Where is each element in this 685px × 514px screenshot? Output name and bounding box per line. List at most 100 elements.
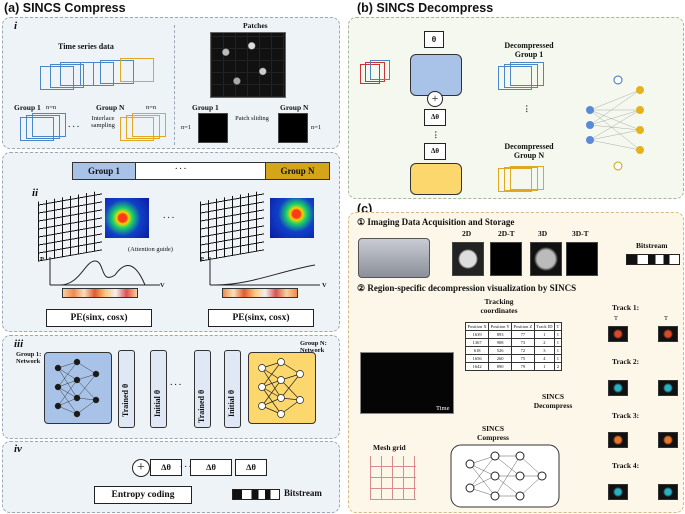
th-y: Position Y — [488, 322, 513, 331]
n1-a: n=1 — [181, 124, 192, 131]
bar-groupN: Group N — [265, 162, 330, 180]
b-sum: + — [427, 91, 443, 107]
b-decN-stack — [498, 166, 548, 196]
section-i-divider — [174, 25, 175, 145]
pe-box-right: PE(sinx, cosx) — [208, 309, 314, 327]
middle-dots: · · · — [163, 213, 175, 222]
trained1-card: Trained θ — [118, 350, 135, 428]
b-vdots2: ⋮ — [523, 104, 531, 113]
c-bitstream-bar — [626, 254, 680, 265]
section-iv-label: iv — [14, 443, 22, 455]
track2-tn — [658, 380, 678, 396]
b-delta2: Δθ — [424, 109, 446, 126]
grid-left — [38, 190, 102, 262]
patch-sliding-label: Patch sliding — [235, 115, 269, 122]
px-left: P — [40, 256, 44, 263]
step2: ② Region-specific decompression visualiz… — [357, 283, 577, 293]
track1-t1-label: T — [614, 315, 618, 322]
bitstream-bar-a — [232, 489, 280, 500]
track2-t1 — [608, 380, 628, 396]
tracking-table: Position X Position Y Position Z Track I… — [464, 322, 562, 371]
mode-3d: 3D — [538, 229, 548, 238]
microscope — [358, 238, 430, 278]
n1-b: n=1 — [311, 124, 322, 131]
px-right: P — [200, 256, 204, 263]
sincs-decompress-label: SINCS Decompress — [533, 392, 573, 410]
track1-tn — [658, 326, 678, 342]
delta-2: Δθ — [150, 459, 182, 476]
track-4: Track 4: — [612, 461, 640, 470]
track-2: Track 2: — [612, 357, 640, 366]
bar-dots: · · · — [175, 164, 187, 173]
patch-groupN-label: Group N — [280, 103, 309, 112]
img-2d — [452, 242, 484, 276]
group1-net-label: Group 1: Network — [16, 351, 42, 365]
group1-label: Group 1 — [14, 103, 41, 112]
section-iii-label: iii — [14, 338, 24, 350]
track4-tn — [658, 484, 678, 500]
sum-circle: + — [132, 459, 150, 477]
panel-b-title: (b) SINCS Decompress — [357, 1, 494, 15]
pe-bar-right — [222, 288, 298, 298]
initial2-card: Initial θ — [224, 350, 241, 428]
bar-group1: Group 1 — [72, 162, 136, 180]
track-1: Track 1: — [612, 303, 640, 312]
mode-2d: 2D — [462, 229, 472, 238]
b-input-stack — [360, 60, 390, 86]
patch-thumb-1 — [198, 113, 228, 143]
track-3: Track 3: — [612, 411, 640, 420]
patches-image — [210, 32, 286, 98]
section-ii-label: ii — [32, 187, 39, 199]
track3-t1 — [608, 432, 628, 448]
tracking-label: Tracking coordinates — [480, 297, 518, 315]
c-bitstream-label: Bitstream — [636, 241, 668, 250]
pe-bar-left — [62, 288, 138, 298]
n-eq-n1: n=n — [46, 104, 57, 111]
step1: ① Imaging Data Acquisition and Storage — [357, 217, 515, 227]
b-vdots: ⋮ — [432, 130, 440, 139]
group1-stack — [20, 113, 70, 143]
initial1-card: Initial θ — [150, 350, 167, 428]
mode-2dt: 2D-T — [498, 229, 515, 238]
delta-n: Δθ — [235, 459, 267, 476]
patch-thumb-n — [278, 113, 308, 143]
section-i-label: i — [14, 20, 18, 32]
img-3dt — [566, 242, 598, 276]
sincs-compress-label: SINCS Compress — [477, 424, 509, 442]
table-header-row: Position X Position Y Position Z Track I… — [464, 322, 562, 331]
time-series-stack — [40, 58, 170, 98]
iv-dots: · · · — [180, 462, 192, 471]
b-deltaN: Δθ — [424, 143, 446, 160]
track1-t1 — [608, 326, 628, 342]
delta-n-1: Δθ — [190, 459, 232, 476]
groupN-stack — [120, 113, 170, 143]
b-theta1: θ — [424, 31, 444, 48]
net-groupN-nodes — [258, 358, 304, 418]
interlace-label: Interlace sampling — [91, 115, 115, 129]
b-dec1: Decompressed Group 1 — [504, 41, 554, 59]
vt-right: V — [322, 282, 327, 289]
pe-box-left: PE(sinx, cosx) — [46, 309, 152, 327]
volume-image — [360, 352, 454, 414]
panel-a-title: (a) SINCS Compress — [4, 1, 126, 15]
attention-label: (Attention guide) — [128, 246, 173, 253]
b-decN: Decompressed Group N — [504, 142, 554, 160]
th-x: Position X — [464, 322, 490, 331]
mode-3dt: 3D-T — [572, 229, 589, 238]
patches-label: Patches — [243, 21, 268, 30]
iii-dots: · · · — [170, 380, 182, 389]
b-net-1 — [410, 54, 462, 96]
dots-a: · · · — [68, 122, 80, 131]
track1-tn-label: T — [664, 315, 668, 322]
entropy-box: Entropy coding — [94, 486, 192, 504]
n-eq-nt: n=n — [146, 104, 157, 111]
mesh-grid — [370, 456, 416, 500]
track4-t1 — [608, 484, 628, 500]
track3-tn — [658, 432, 678, 448]
b-net-n — [410, 163, 462, 195]
grid-right — [200, 190, 264, 262]
